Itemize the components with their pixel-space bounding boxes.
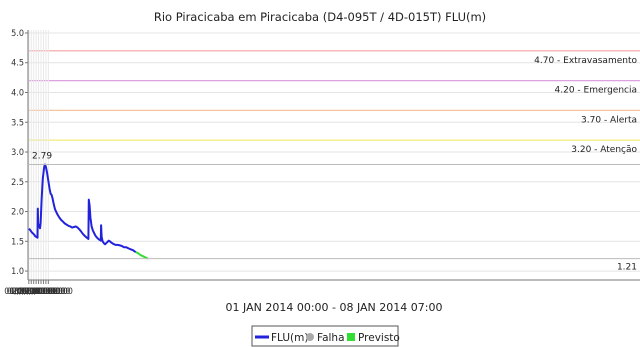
y-tick-label: 1.0 xyxy=(11,267,24,277)
reference-line-label: 3.20 - Atenção xyxy=(571,145,637,155)
max-value-label: 2.79 xyxy=(32,152,52,162)
x-tick-label: 09/01 00:00 xyxy=(24,287,73,297)
x-grid xyxy=(28,30,49,280)
x-tick-label: 05/01 00:00 xyxy=(14,287,63,297)
series-line-previsto xyxy=(135,251,149,260)
x-tick-label: 04/01 00:00 xyxy=(12,287,61,297)
reference-lines: 4.70 - Extravasamento 4.20 - Emergencia 3.… xyxy=(28,50,640,155)
y-tick-label: 2.0 xyxy=(11,208,24,218)
legend-swatch-falha xyxy=(306,333,314,341)
y-grid xyxy=(28,32,640,272)
legend-label-falha: Falha xyxy=(317,332,345,344)
x-tick-label: 08/01 00:00 xyxy=(21,287,70,297)
legend-label-flu: FLU(m) xyxy=(271,332,308,344)
y-tick-label: 5.0 xyxy=(11,29,24,39)
y-tick-label: 3.5 xyxy=(11,118,24,128)
plot-area: 4.70 - Extravasamento 4.20 - Emergencia 3.… xyxy=(27,30,640,281)
y-tick-label: 4.5 xyxy=(11,59,24,69)
x-tick-label: 06/01 00:00 xyxy=(16,287,65,297)
x-axis-label: 01 JAN 2014 00:00 - 08 JAN 2014 07:00 xyxy=(226,301,443,314)
last-value-label: 1.21 xyxy=(617,263,637,273)
y-axis-ticks: 1.0 1.5 2.0 2.5 3.0 3.5 4.0 4.5 5.0 xyxy=(11,29,28,277)
legend-box xyxy=(251,325,399,347)
series-line-flum xyxy=(28,163,137,253)
reference-line-label: 4.20 - Emergencia xyxy=(555,86,637,96)
legend: FLU(m) Falha Previsto xyxy=(251,325,400,347)
x-tick-label: 03/01 00:00 xyxy=(9,287,58,297)
chart-title: Rio Piracicaba em Piracicaba (D4-095T / … xyxy=(154,10,486,24)
legend-swatch-previsto xyxy=(347,333,355,341)
y-tick-label: 1.5 xyxy=(11,237,24,247)
legend-label-previsto: Previsto xyxy=(358,332,400,344)
y-tick-label: 2.5 xyxy=(11,178,24,188)
annotations: 2.79 1.21 xyxy=(28,152,640,273)
y-tick-label: 4.0 xyxy=(11,89,24,99)
plot-background xyxy=(28,30,640,280)
y-tick-label: 3.0 xyxy=(11,148,24,158)
x-tick-label: 02/01 00:00 xyxy=(7,287,56,297)
reference-line-label: 3.70 - Alerta xyxy=(581,115,637,125)
series-layer xyxy=(28,163,149,260)
x-tick-label: 07/01 00:00 xyxy=(19,287,68,297)
x-tick-label: 01/01 00:00 xyxy=(4,287,53,297)
reference-line-label: 4.70 - Extravasamento xyxy=(534,56,637,66)
